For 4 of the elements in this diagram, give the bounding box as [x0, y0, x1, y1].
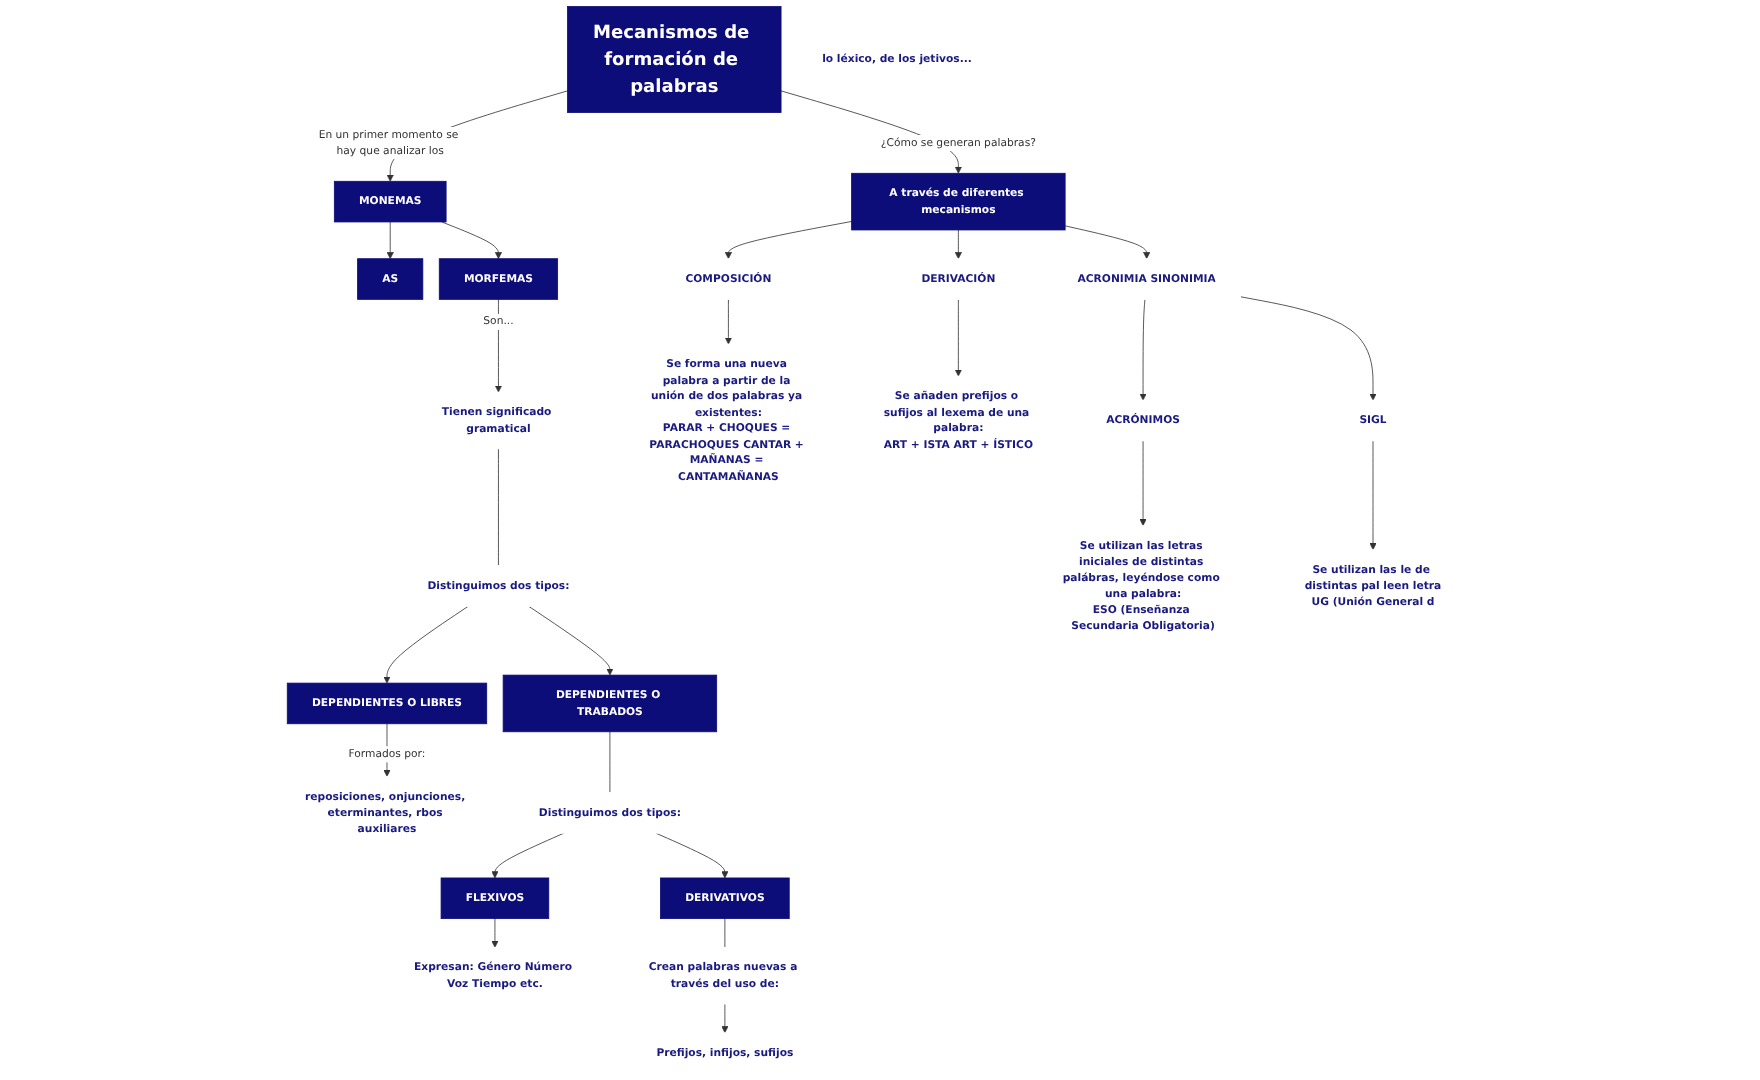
- connector: [724, 918, 726, 948]
- node-box: Mecanismos de formación de palabras: [567, 6, 782, 113]
- connector: [609, 731, 611, 793]
- connector: [498, 448, 499, 567]
